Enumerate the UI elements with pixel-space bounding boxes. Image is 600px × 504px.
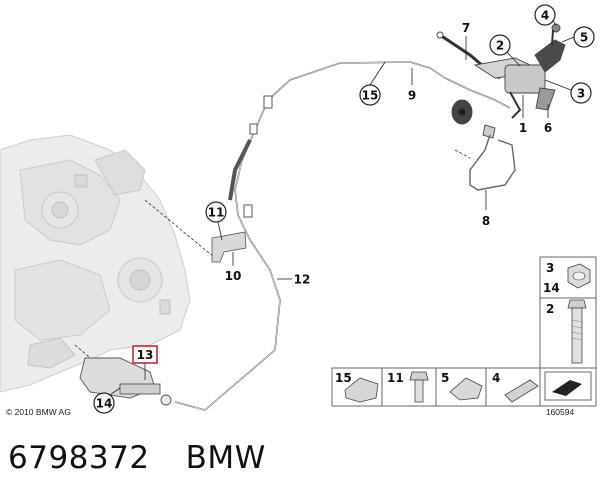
callout-6-label: 6 xyxy=(544,121,552,135)
nut-icon xyxy=(567,263,591,289)
bracket-part xyxy=(211,231,247,263)
callout-5: 5 xyxy=(561,26,595,48)
part-number: 6798372 xyxy=(8,440,150,476)
callout-4-label: 4 xyxy=(541,9,549,23)
screw-11-icon xyxy=(409,371,429,403)
master-cylinder xyxy=(436,23,566,191)
legend-bottom-label-15: 15 xyxy=(335,371,352,385)
callout-8: 8 xyxy=(482,190,490,228)
legend-bottom-label-5: 5 xyxy=(441,371,449,385)
slave-cylinder xyxy=(79,357,172,406)
part-caption: 6798372 BMW xyxy=(8,440,266,476)
callout-7-label: 7 xyxy=(462,21,470,35)
callout-8-label: 8 xyxy=(482,214,490,228)
callout-5-label: 5 xyxy=(580,31,588,45)
hardware-legend: 3 14 2 15 11 5 4 xyxy=(331,256,597,407)
callout-2: 2 xyxy=(489,34,521,67)
callout-13-label: 13 xyxy=(137,348,154,362)
gearbox-illustration xyxy=(0,134,191,393)
image-id: 160594 xyxy=(546,407,575,417)
callout-3-label: 3 xyxy=(577,87,585,101)
callout-11: 11 xyxy=(205,201,227,241)
callouts: 15 9 7 2 4 5 3 xyxy=(93,4,595,414)
brand-name: BMW xyxy=(185,440,266,476)
callout-14: 14 xyxy=(93,387,121,414)
callout-3: 3 xyxy=(544,79,592,104)
clip-5-icon xyxy=(449,377,483,401)
callout-4: 4 xyxy=(534,4,557,27)
legend-bottom-label-4: 4 xyxy=(492,371,500,385)
copyright-notice: © 2010 BMW AG xyxy=(6,407,71,417)
legend-top-label-1: 3 xyxy=(546,261,554,275)
callout-12-label: 12 xyxy=(294,273,311,287)
callout-15-label: 15 xyxy=(362,89,379,103)
callout-9: 9 xyxy=(408,68,416,103)
callout-7: 7 xyxy=(462,21,470,60)
callout-13: 13 xyxy=(132,345,158,380)
callout-1: 1 xyxy=(519,95,527,135)
legend-bottom-label-11: 11 xyxy=(387,371,404,385)
callout-10-label: 10 xyxy=(225,269,242,283)
legend-top-label-2: 14 xyxy=(543,281,560,295)
callout-6: 6 xyxy=(544,104,552,135)
clutch-line xyxy=(174,61,511,411)
stud-4-icon xyxy=(504,379,539,403)
bolt-icon xyxy=(567,299,587,364)
callout-14-label: 14 xyxy=(96,397,113,411)
parts-diagram: 15 9 7 2 4 5 3 xyxy=(0,4,597,417)
arrow-symbol-icon xyxy=(544,371,592,401)
callout-9-label: 9 xyxy=(408,89,416,103)
callout-1-label: 1 xyxy=(519,121,527,135)
callout-12: 12 xyxy=(277,273,310,287)
legend-mid-label: 2 xyxy=(546,302,554,316)
callout-15: 15 xyxy=(359,61,386,106)
clip-15-icon xyxy=(344,377,379,403)
callout-11-label: 11 xyxy=(208,206,225,220)
callout-10: 10 xyxy=(225,252,242,283)
callout-2-label: 2 xyxy=(496,39,504,53)
